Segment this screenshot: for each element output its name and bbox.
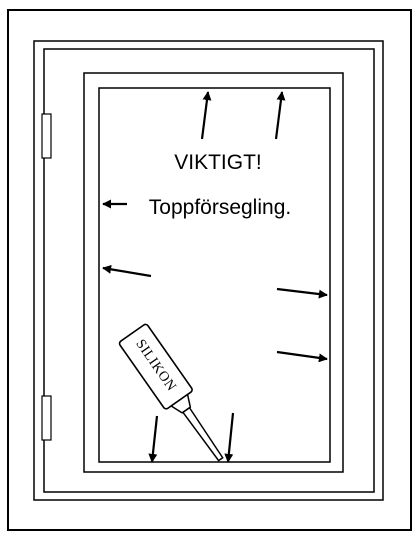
arrow-lower-right-icon bbox=[276, 350, 328, 363]
important-heading: VIKTIGT! bbox=[174, 151, 262, 174]
silicone-tube-icon: SILIKON bbox=[118, 323, 224, 462]
arrow-bottom-right-icon bbox=[224, 412, 235, 463]
arrow-top-left-icon bbox=[200, 91, 212, 140]
window-frame-outer bbox=[33, 40, 384, 501]
tube-nozzle bbox=[181, 406, 224, 462]
outer-border bbox=[7, 9, 412, 531]
arrow-bottom-left-icon bbox=[148, 415, 159, 463]
hinge-top-icon bbox=[41, 113, 52, 159]
top-seal-note: Toppförsegling. bbox=[149, 196, 291, 219]
hinge-bottom-icon bbox=[41, 395, 52, 441]
window-glass-pane bbox=[98, 87, 331, 463]
arrow-mid-left-icon bbox=[102, 264, 152, 278]
window-frame-middle bbox=[43, 48, 375, 493]
arrow-top-right-icon bbox=[274, 91, 286, 140]
tube-neck bbox=[169, 393, 192, 414]
window-sash bbox=[83, 72, 344, 473]
arrow-mid-right-icon bbox=[276, 287, 328, 299]
